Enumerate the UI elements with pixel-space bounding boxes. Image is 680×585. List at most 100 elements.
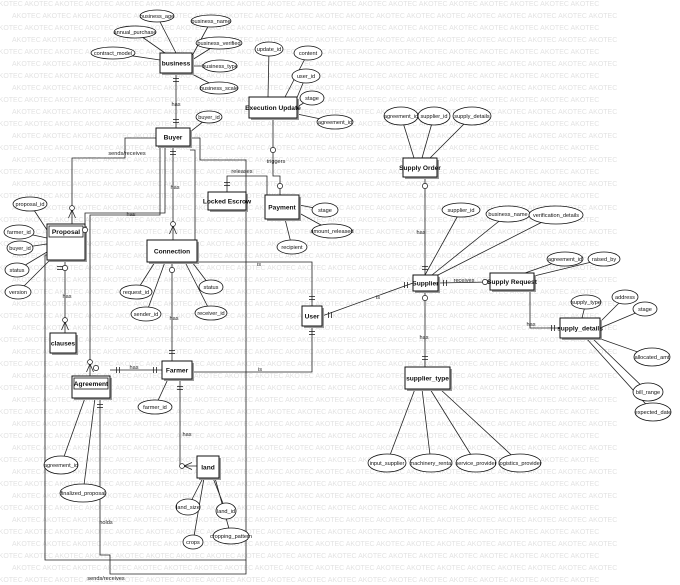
attribute-bill-range[interactable]: bill_range: [632, 382, 664, 402]
attribute-status-c[interactable]: status: [198, 279, 224, 295]
cardinality-bar: [57, 266, 63, 270]
attribute-expected-date[interactable]: expected_date: [634, 402, 672, 422]
attribute-proposal-id[interactable]: proposal_id: [12, 196, 48, 212]
entity-farmer[interactable]: Farmer: [161, 360, 194, 381]
attribute-eu-user-id[interactable]: user_id: [291, 68, 321, 84]
attribute-link: [60, 397, 86, 466]
attribute-buyer-id[interactable]: buyer_id: [195, 110, 223, 124]
relationship-line: [192, 326, 313, 373]
attribute-amount-released[interactable]: amount_released: [310, 223, 354, 239]
entity-payment[interactable]: Payment: [264, 194, 301, 221]
attribute-annual-purchase[interactable]: annual_purchase: [114, 25, 157, 39]
attribute-cropping-pattern[interactable]: cropping_pattern: [210, 527, 252, 545]
attribute-allocated-amt[interactable]: allocated_amt: [633, 347, 671, 367]
watermark-text: AKOTEC AKOTEC AKOTEC AKOTEC AKOTEC AKOTE…: [0, 145, 599, 152]
attribute-business-age[interactable]: business_age: [139, 9, 175, 23]
attribute-finalized-proposal[interactable]: finalized_proposal: [59, 483, 107, 503]
attribute-label: business_name: [191, 19, 230, 25]
entity-clauses[interactable]: clauses: [49, 332, 78, 355]
attribute-eu-stage[interactable]: stage: [299, 90, 325, 106]
entity-agreement[interactable]: Agreement: [71, 375, 112, 400]
cardinality-bar: [551, 325, 555, 331]
attribute-sd-stage[interactable]: stage: [632, 301, 658, 317]
entity-connection[interactable]: Connection: [146, 239, 199, 264]
relationship-has-buyer-connection: has: [170, 185, 179, 191]
attribute-service-provider[interactable]: service_provider: [455, 453, 497, 473]
attribute-update-id[interactable]: update_id: [254, 41, 284, 57]
attribute-so-agreement-id[interactable]: agreement_id: [383, 106, 419, 126]
attribute-verification-details[interactable]: verification_details: [528, 205, 584, 225]
attribute-contract-model[interactable]: contract_model: [90, 46, 136, 60]
attribute-label: business_name: [488, 212, 527, 218]
attribute-business-name-s[interactable]: business_name: [485, 205, 531, 223]
attribute-label: agreement_id: [44, 463, 78, 469]
attribute-eu-agreement-id[interactable]: agreement_id: [316, 114, 354, 130]
attribute-land-id[interactable]: land_id: [215, 502, 237, 520]
cardinality-foot: [61, 317, 69, 331]
cardinality-bar: [153, 367, 157, 373]
attribute-business-name[interactable]: business_name: [190, 14, 232, 28]
attribute-request-id[interactable]: request_id: [119, 284, 153, 300]
watermark-text: AKOTEC AKOTEC AKOTEC AKOTEC AKOTEC AKOTE…: [0, 553, 599, 560]
attribute-agreement-id-a[interactable]: agreement_id: [43, 455, 79, 475]
attribute-land-size[interactable]: land_size: [175, 498, 201, 516]
watermark-text: AKOTEC AKOTEC AKOTEC AKOTEC AKOTEC AKOTE…: [0, 409, 599, 416]
entity-business[interactable]: business: [159, 52, 194, 75]
attribute-so-supplier-id[interactable]: supplier_id: [417, 106, 451, 126]
entity-proposal[interactable]: Proposal: [46, 223, 87, 262]
attribute-content[interactable]: content: [293, 45, 323, 61]
attribute-input-supplier[interactable]: input_supplier: [367, 453, 407, 473]
attribute-crops[interactable]: crops: [182, 534, 204, 550]
attribute-farmer-id-f[interactable]: farmer_id: [137, 399, 173, 415]
attribute-supplier-id[interactable]: supplier_id: [441, 202, 481, 218]
entity-supply-order[interactable]: Supply Order: [399, 157, 441, 179]
entity-buyer[interactable]: Buyer: [155, 127, 192, 148]
attribute-label: farmer_id: [7, 230, 31, 236]
cardinality-circle: [62, 265, 68, 271]
entity-label: Supplier: [412, 280, 439, 287]
entity-supply-details[interactable]: supply_details: [557, 317, 603, 340]
entity-label: Buyer: [164, 134, 183, 141]
attribute-label: stage: [638, 307, 652, 313]
attribute-logistics-provider[interactable]: logistics_provider: [498, 453, 542, 473]
entity-supply-request[interactable]: Supply Request: [487, 272, 538, 292]
attribute-machinery-rental[interactable]: machinery_rental: [410, 453, 453, 473]
attribute-supply-details-attr[interactable]: supply_details: [452, 106, 492, 126]
watermark-text: AKOTEC AKOTEC AKOTEC AKOTEC AKOTEC AKOTE…: [0, 481, 599, 488]
attribute-label: receiver_id: [197, 311, 224, 317]
attribute-sender-id[interactable]: sender_id: [130, 306, 162, 322]
relationship-is-farmer-user: is: [258, 367, 262, 373]
attribute-raised-by[interactable]: raised_by: [587, 251, 621, 267]
attribute-recipient[interactable]: recipient: [276, 239, 308, 255]
attribute-label: raised_by: [592, 257, 616, 263]
attribute-link: [431, 213, 509, 276]
attribute-receiver-id[interactable]: receiver_id: [194, 305, 228, 321]
entity-locked-escrow[interactable]: Locked Escrow: [203, 191, 252, 212]
entity-supplier-type[interactable]: supplier_type: [404, 366, 452, 391]
cardinality-bar: [309, 331, 315, 335]
entity-label: land: [201, 464, 215, 471]
attribute-label: finalized_proposal: [60, 491, 105, 497]
attribute-address[interactable]: address: [611, 289, 639, 305]
attribute-business-scale[interactable]: business_scale: [199, 81, 239, 95]
attribute-version[interactable]: version: [4, 284, 32, 300]
attribute-label: crops: [186, 540, 200, 546]
attribute-label: cropping_pattern: [210, 534, 252, 540]
watermark-text: AKOTEC AKOTEC AKOTEC AKOTEC AKOTEC AKOTE…: [0, 313, 599, 320]
entity-user[interactable]: User: [301, 305, 324, 328]
attribute-status-p[interactable]: status: [4, 262, 30, 278]
entity-execution-update[interactable]: Execution Update: [245, 96, 301, 120]
attribute-pay-stage[interactable]: stage: [311, 202, 339, 218]
attribute-supply-type[interactable]: supply_type: [570, 294, 602, 310]
entity-land[interactable]: land: [196, 455, 221, 480]
attribute-label: land_id: [217, 509, 235, 515]
attribute-business-type[interactable]: business_type: [202, 59, 238, 73]
relationship-label-layer: hassends/receiveshashasreleasestriggersi…: [62, 102, 535, 582]
attribute-farmer-id-p[interactable]: farmer_id: [3, 224, 35, 240]
attribute-buyer-id-p[interactable]: buyer_id: [6, 240, 34, 256]
attribute-link: [439, 388, 521, 464]
entity-supplier[interactable]: Supplier: [412, 274, 440, 293]
attribute-sr-agreement-id[interactable]: agreement_id: [546, 251, 584, 267]
attribute-business-verified[interactable]: business_verified: [195, 36, 243, 50]
cardinality-foot: [86, 359, 94, 373]
